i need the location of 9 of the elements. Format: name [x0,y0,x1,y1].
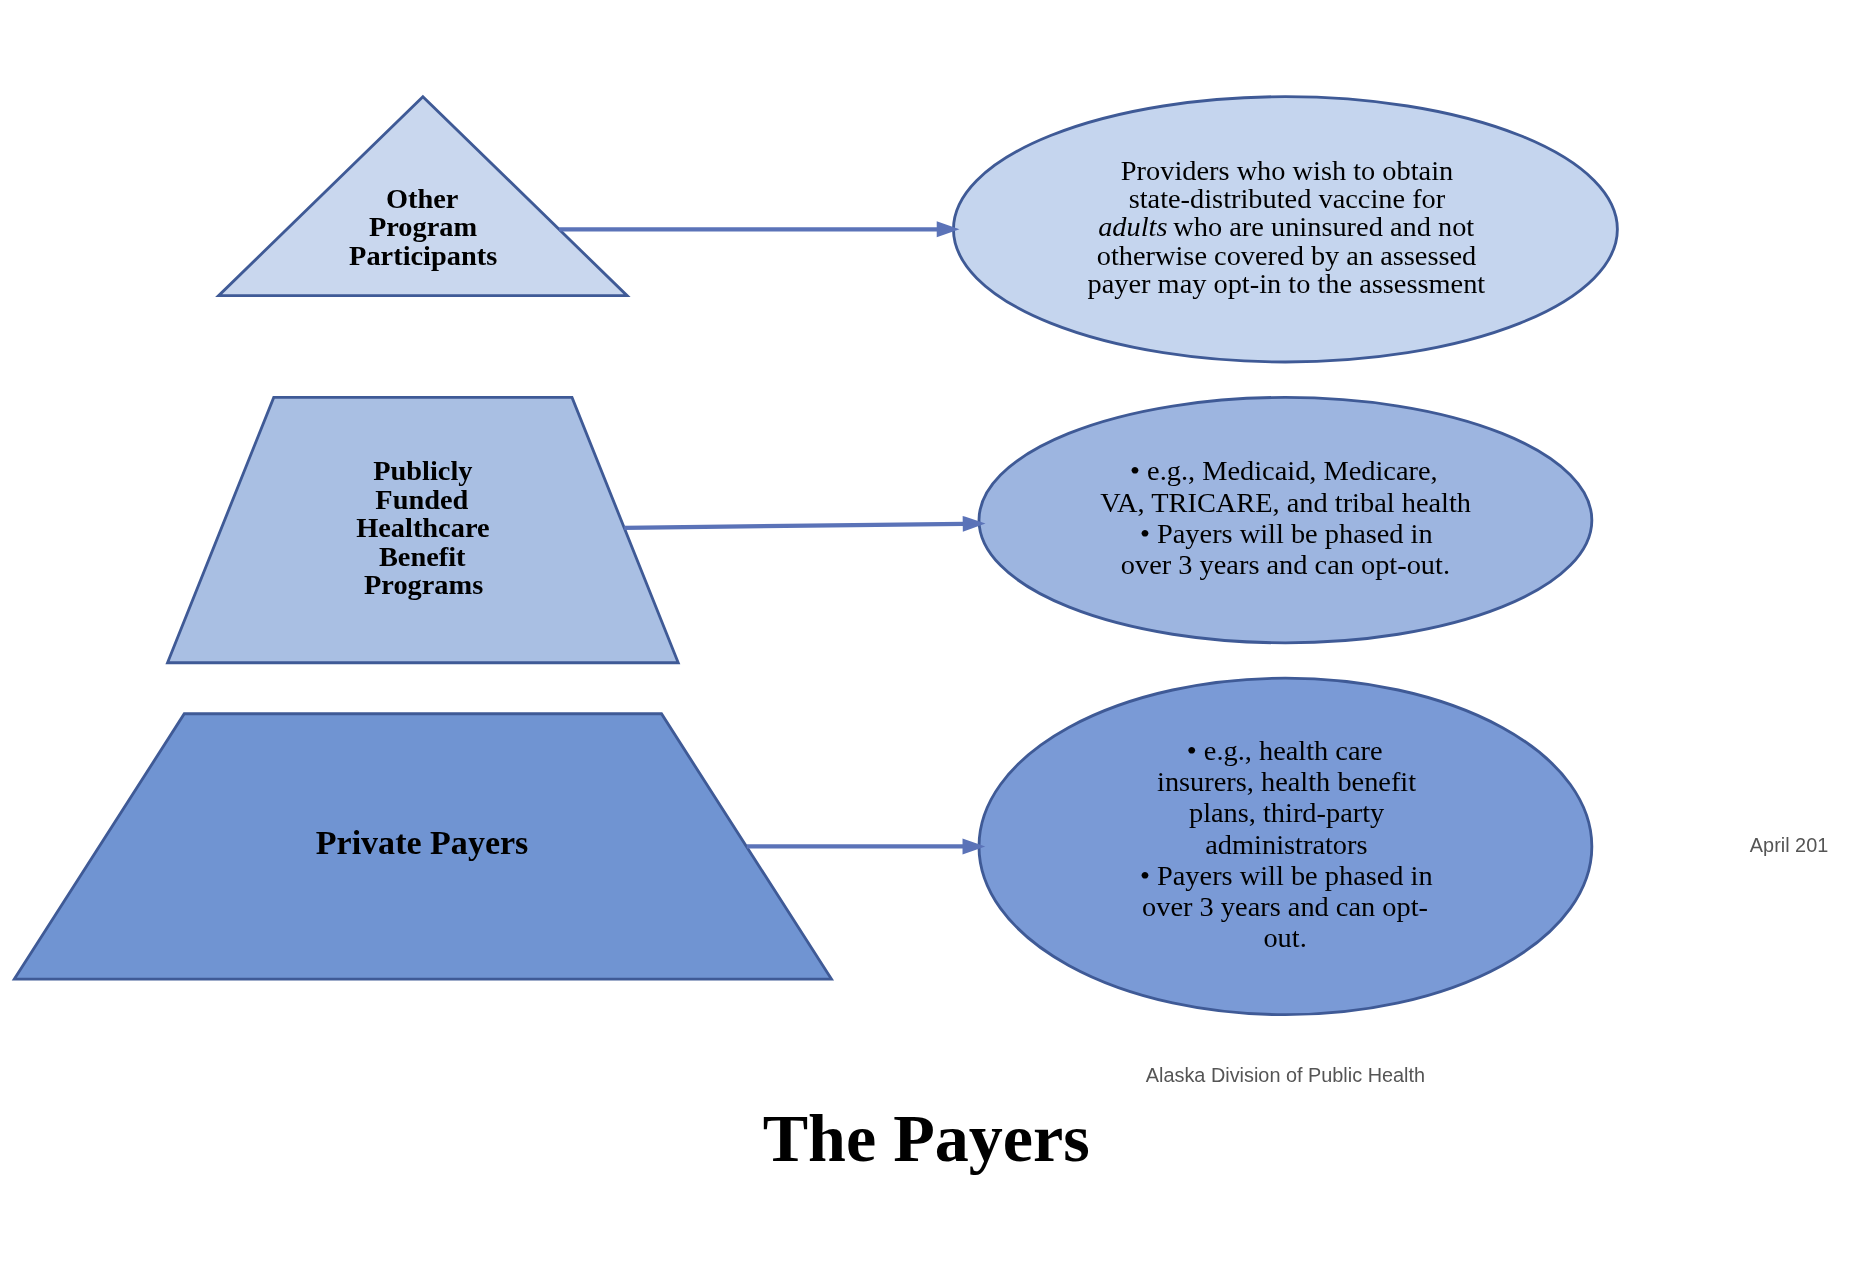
arrow [624,515,986,532]
label: Alaska Division of Public Health [1145,1063,1426,1086]
node-ellipse: • e.g., health care insurers, health benefit plans, third-party administrators • Payers will be phased in over 3 years and can opt-out. [977,676,1594,1017]
node-ellipse: Providers who wish to obtain state-distributed vaccine for adults who are uninsured and not otherwise covered by an assessed payer may opt-in to the assessment [952,95,1619,364]
arrow [746,838,986,855]
label: April 201 [1749,833,1829,856]
node-ellipse: • e.g., Medicaid, Medicare, VA, TRICARE, and tribal health • Payers will be phased in over 3 years and can opt-out. [977,396,1594,645]
arrow [559,221,960,238]
diagram-title: The Payers [762,1099,1090,1176]
